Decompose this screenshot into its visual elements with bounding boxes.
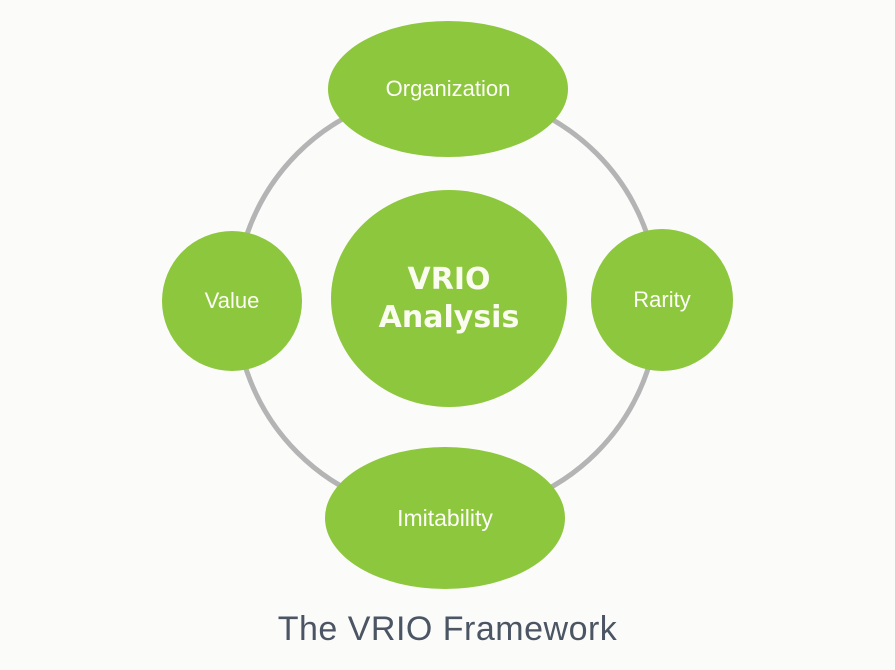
node-organization: Organization [328,21,568,157]
node-value: Value [162,231,302,371]
vrio-analysis-line2: Analysis [378,299,520,335]
node-imitability: Imitability [325,447,565,589]
vrio-analysis-line1: VRIO [407,262,491,297]
node-value-label: Value [204,288,260,313]
node-rarity-label: Rarity [633,287,691,312]
node-organization-label: Organization [385,76,511,101]
diagram-caption: The VRIO Framework [277,610,618,648]
node-imitability-label: Imitability [397,504,493,531]
node-vrio-analysis: VRIO Analysis [331,190,567,407]
node-rarity: Rarity [591,229,733,371]
